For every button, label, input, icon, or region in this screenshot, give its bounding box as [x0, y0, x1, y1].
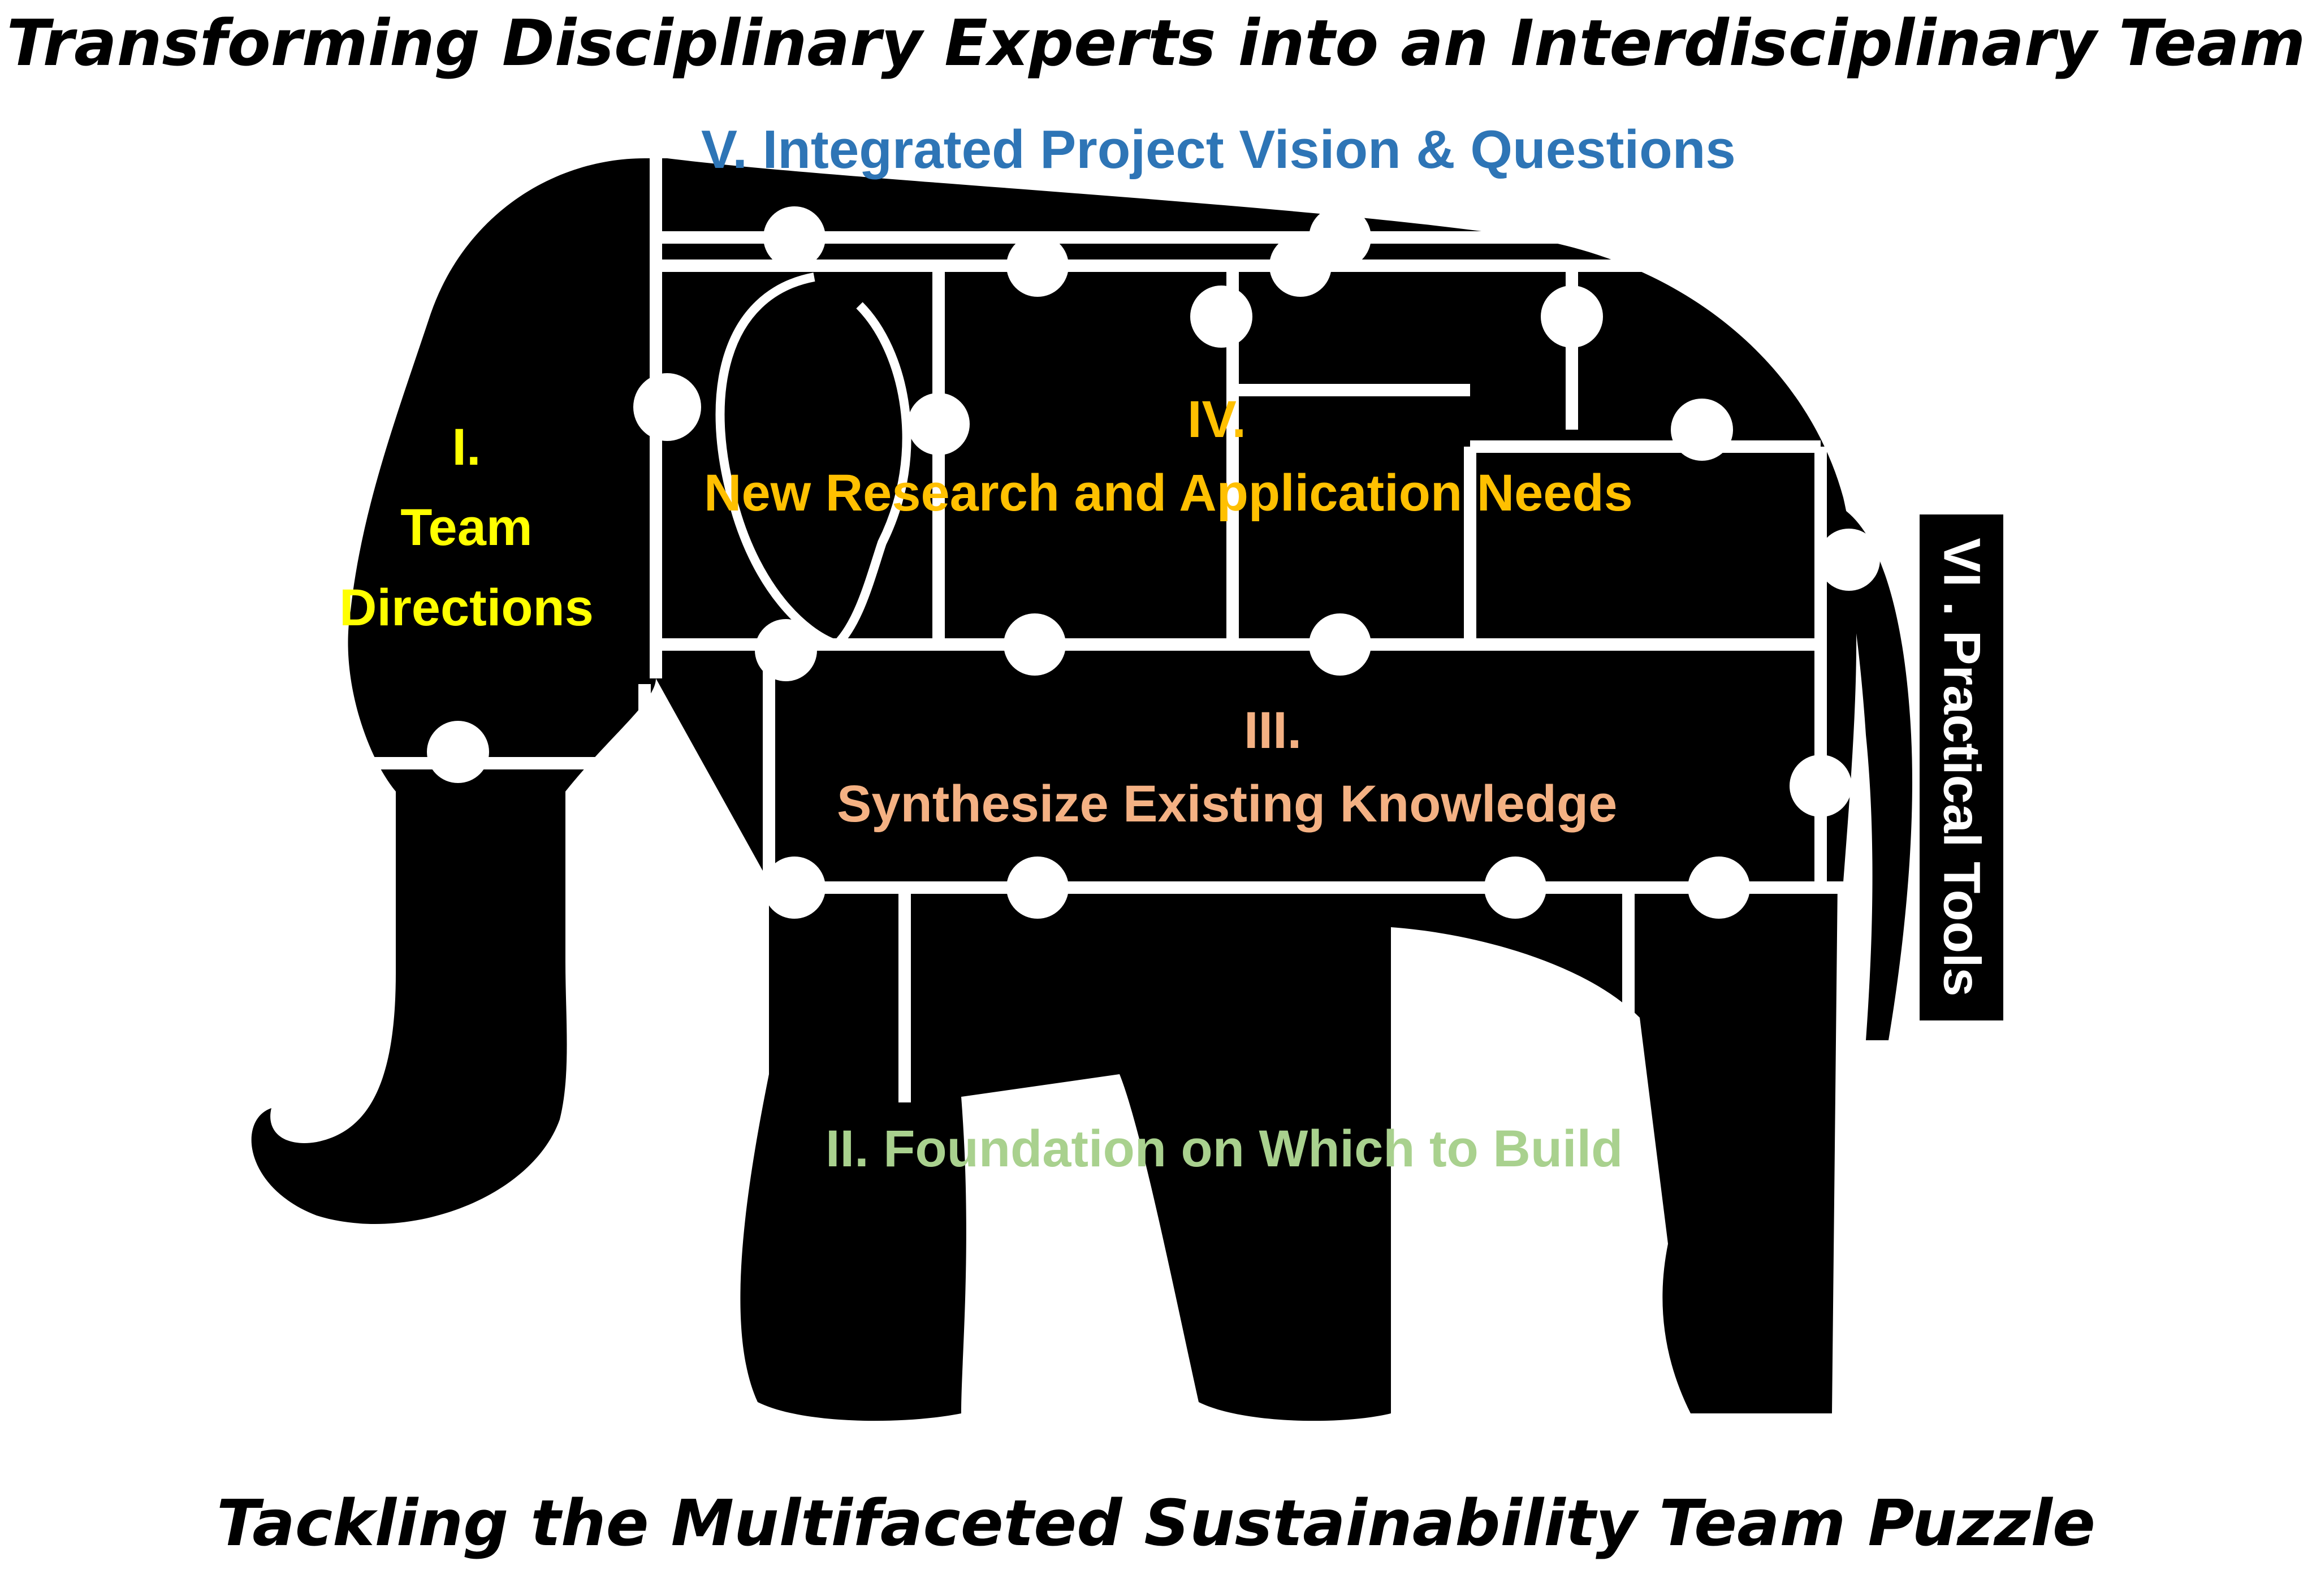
piece-v-label: V. Integrated Project Vision & Questions	[701, 119, 1736, 180]
diagram-title: Transforming Disciplinary Experts into a…	[6, 7, 2306, 80]
piece-i-number: I.	[452, 418, 481, 476]
piece-i-line1: Team	[400, 499, 533, 556]
piece-iv-label: New Research and Application Needs	[704, 464, 1633, 522]
piece-vi-box	[1920, 514, 2003, 1020]
piece-iii-number: III.	[1244, 702, 1302, 759]
elephant-body	[645, 158, 1857, 1421]
elephant-silhouette	[251, 158, 1912, 1421]
piece-i-line2: Directions	[339, 579, 594, 637]
piece-i-label: I. Team Directions	[339, 407, 594, 648]
elephant-head	[251, 158, 656, 1224]
piece-vi-label: VI . Practical Tools	[1933, 538, 1991, 997]
piece-iii-label: Synthesize Existing Knowledge	[837, 775, 1618, 833]
piece-ii-label: II. Foundation on Which to Build	[826, 1120, 1623, 1178]
piece-iv-number: IV.	[1187, 391, 1247, 448]
elephant-tail	[1838, 509, 1912, 1040]
ear-outline	[715, 273, 911, 650]
puzzle-knobs	[427, 206, 1880, 919]
diagram-caption: Tackling the Multifaceted Sustainability…	[217, 1487, 2095, 1560]
